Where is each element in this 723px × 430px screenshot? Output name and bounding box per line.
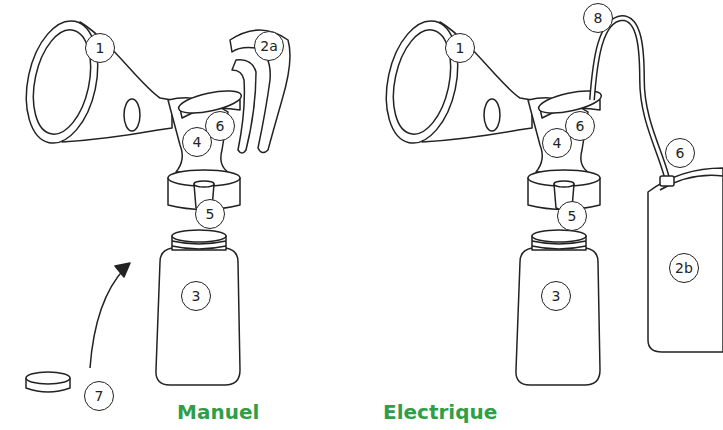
pump-lever: [232, 60, 256, 153]
tube-outline: [592, 18, 667, 178]
motor-top: [660, 175, 723, 190]
callout-number: 3: [541, 281, 571, 311]
tube-inner: [592, 18, 667, 178]
callout-number: 5: [195, 199, 225, 229]
callout-number: 3: [181, 281, 211, 311]
manual-pump: [16, 14, 243, 385]
pump-caption: Electrique: [383, 400, 497, 424]
assembly-arrow: [90, 268, 125, 368]
bottle-cap-top: [26, 372, 70, 384]
callout-number: 4: [542, 128, 572, 158]
arrow-head: [115, 263, 130, 277]
callout-number: 5: [557, 201, 587, 231]
callout-number: 8: [583, 3, 613, 33]
callout-number: 2a: [254, 31, 284, 61]
callout-number: 1: [445, 33, 475, 63]
pump-caption: Manuel: [177, 400, 259, 424]
motor-unit: [648, 168, 723, 352]
electric-pump: [376, 14, 603, 385]
pump-handle: [230, 30, 290, 153]
callout-number: 2b: [669, 253, 699, 283]
callout-number: 6: [665, 138, 695, 168]
callout-number: 4: [182, 127, 212, 157]
callout-number: 7: [84, 381, 114, 411]
tube-connector: [660, 176, 674, 186]
callout-number: 1: [85, 33, 115, 63]
